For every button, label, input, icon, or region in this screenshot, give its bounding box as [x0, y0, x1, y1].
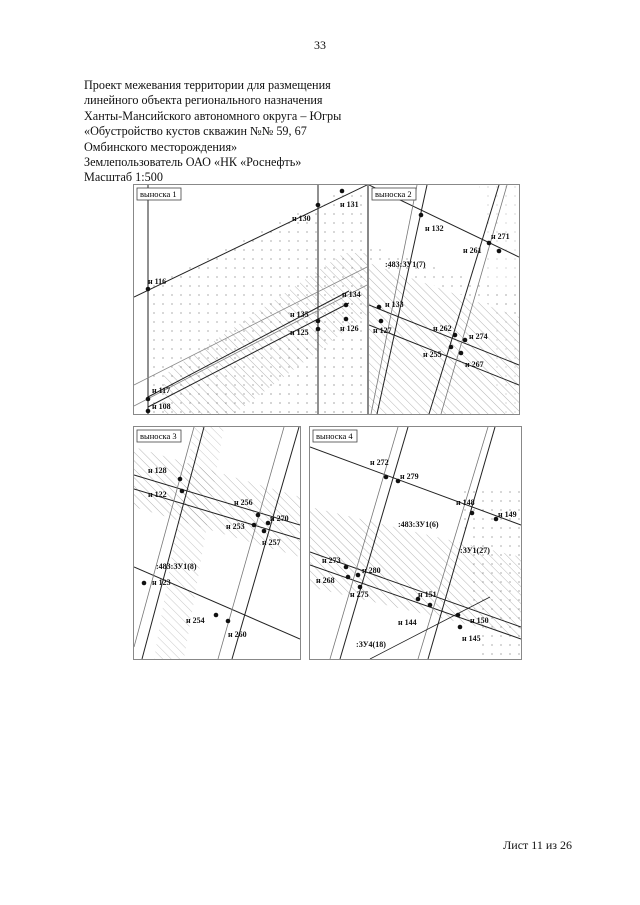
- parcel-label: :483:ЗУ1(8): [156, 562, 197, 571]
- callout-label: выноска 4: [316, 431, 353, 441]
- header-line: Землепользователь ОАО «НК «Роснефть»: [84, 155, 302, 170]
- parcel-map-4: выноска 4 н 272 н 279 н 148 н 149 :483:З…: [310, 427, 521, 659]
- parcel-label: :ЗУ1(27): [460, 546, 490, 555]
- point-label: н 271: [491, 232, 510, 241]
- point-label: н 134: [342, 290, 361, 299]
- point-label: н 255: [423, 350, 442, 359]
- point-label: н 128: [148, 466, 167, 475]
- parcel-map-3: выноска 3 н 128 н 122 н 256 н 270 н 253 …: [134, 427, 300, 659]
- callout-label: выноска 2: [375, 189, 412, 199]
- point-label: н 117: [152, 386, 170, 395]
- point-label: н 268: [316, 576, 335, 585]
- point-label: н 267: [465, 360, 484, 369]
- point-label: н 127: [373, 326, 392, 335]
- parcel-label: :483:ЗУ1(7): [385, 260, 426, 269]
- point-label: н 108: [152, 402, 171, 411]
- point-label: н 262: [433, 324, 452, 333]
- point-label: н 116: [148, 277, 166, 286]
- point-label: н 144: [398, 618, 417, 627]
- point-label: н 149: [498, 510, 517, 519]
- point-label: н 270: [270, 514, 289, 523]
- header-line: «Обустройство кустов скважин №№ 59, 67: [84, 124, 307, 139]
- parcel-label: :483:ЗУ1(6): [398, 520, 439, 529]
- header-line: линейного объекта регионального назначен…: [84, 93, 323, 108]
- sheet-number: Лист 11 из 26: [503, 838, 572, 852]
- point-label: н 274: [469, 332, 488, 341]
- point-label: н 148: [456, 498, 475, 507]
- callout-label: выноска 1: [140, 189, 177, 199]
- document-header: Проект межевания территории для размещен…: [84, 78, 341, 186]
- point-label: н 126: [340, 324, 359, 333]
- parcel-map-1: выноска 1 н 131 н 130 н 116 н 134 н 135 …: [134, 185, 367, 414]
- point-label: н 280: [362, 566, 381, 575]
- point-label: н 260: [228, 630, 247, 639]
- point-label: н 133: [385, 300, 404, 309]
- point-label: н 150: [470, 616, 489, 625]
- header-line: Проект межевания территории для размещен…: [84, 78, 331, 92]
- page-number: 33: [314, 38, 326, 52]
- point-label: н 253: [226, 522, 245, 531]
- point-label: н 261: [463, 246, 482, 255]
- point-label: н 272: [370, 458, 389, 467]
- scale-line: Масштаб 1:500: [84, 170, 163, 185]
- point-label: н 125: [290, 328, 309, 337]
- point-label: н 131: [340, 200, 359, 209]
- point-label: н 273: [322, 556, 341, 565]
- point-label: н 130: [292, 214, 311, 223]
- point-label: н 145: [462, 634, 481, 643]
- parcel-label: :ЗУ4(18): [356, 640, 386, 649]
- point-label: н 254: [186, 616, 205, 625]
- point-label: н 257: [262, 538, 281, 547]
- header-line: Омбинского месторождения»: [84, 139, 238, 154]
- callout-label: выноска 3: [140, 431, 177, 441]
- callout-panel-2: выноска 2 н 132 н 271 н 261 :483:ЗУ1(7) …: [368, 184, 520, 415]
- callout-panel-1: выноска 1 н 131 н 130 н 116 н 134 н 135 …: [133, 184, 368, 415]
- point-label: н 279: [400, 472, 419, 481]
- point-label: н 132: [425, 224, 444, 233]
- point-label: н 123: [152, 578, 171, 587]
- header-line: Ханты-Мансийского автономного округа – Ю…: [84, 108, 342, 123]
- point-label: н 275: [350, 590, 369, 599]
- point-label: н 122: [148, 490, 167, 499]
- point-label: н 256: [234, 498, 253, 507]
- parcel-map-2: выноска 2 н 132 н 271 н 261 :483:ЗУ1(7) …: [369, 185, 519, 414]
- point-label: н 151: [418, 590, 437, 599]
- callout-panel-3: выноска 3 н 128 н 122 н 256 н 270 н 253 …: [133, 426, 301, 660]
- callout-panel-4: выноска 4 н 272 н 279 н 148 н 149 :483:З…: [309, 426, 522, 660]
- point-label: н 135: [290, 310, 309, 319]
